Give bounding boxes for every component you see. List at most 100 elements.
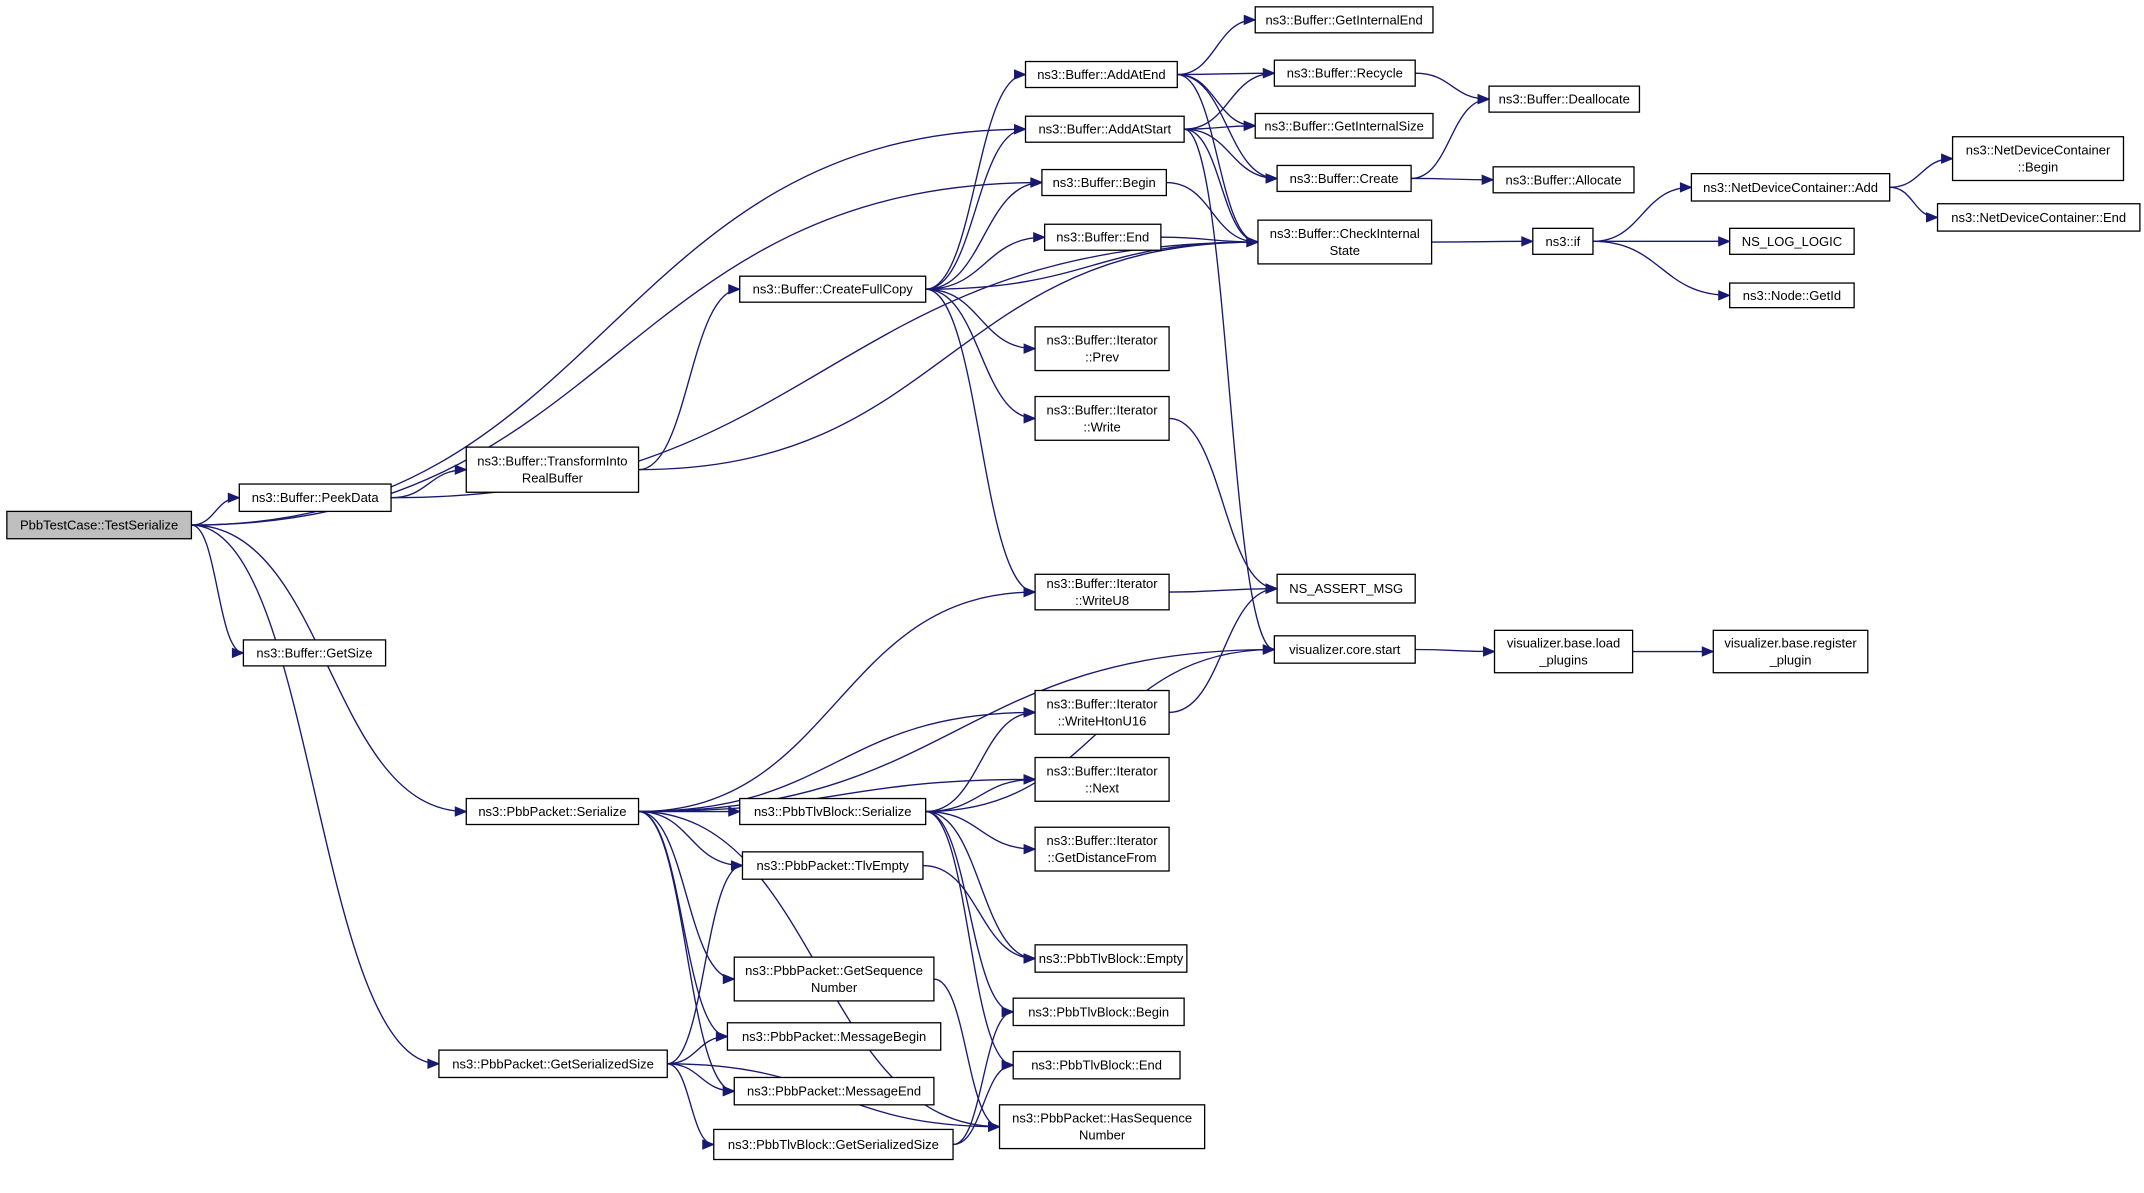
node-end[interactable]: ns3::Buffer::End [1044, 223, 1162, 251]
node-tlvbegin[interactable]: ns3::PbbTlvBlock::Begin [1012, 997, 1185, 1027]
node-ndcbegin[interactable]: ns3::NetDeviceContainer::Begin [1951, 136, 2125, 182]
node-label: ns3::PbbTlvBlock::Empty [1039, 951, 1184, 966]
edge-line [191, 524, 439, 1065]
arrowhead [715, 1031, 729, 1042]
edge-createfullcopy-to-begin [925, 177, 1044, 290]
edge-line [1184, 128, 1278, 180]
node-pktserialize[interactable]: ns3::PbbPacket::Serialize [465, 797, 640, 826]
node-label: ns3::NetDeviceContainer::Add [1703, 180, 1878, 195]
edge-nsif-to-nslog [1592, 236, 1732, 247]
node-box [1034, 326, 1170, 372]
node-ndcadd[interactable]: ns3::NetDeviceContainer::Add [1690, 173, 1891, 202]
node-nsassert[interactable]: NS_ASSERT_MSG [1276, 573, 1416, 604]
edge-tlvserialize-to-tlvemptyblk [925, 810, 1037, 964]
node-box [1024, 115, 1185, 143]
edge-line [925, 810, 1036, 960]
node-msgend[interactable]: ns3::PbbPacket::MessageEnd [733, 1076, 935, 1106]
node-label: RealBuffer [522, 471, 584, 486]
node-deallocate[interactable]: ns3::Buffer::Deallocate [1488, 85, 1641, 113]
node-box [1492, 166, 1635, 194]
node-tlvemptyblk[interactable]: ns3::PbbTlvBlock::Empty [1034, 944, 1188, 973]
node-label: ns3::Buffer::CheckInternal [1270, 226, 1420, 241]
edge-pktserialize-to-getseq [638, 810, 736, 985]
edge-createfullcopy-to-addatend [925, 69, 1027, 290]
arrowhead [1023, 843, 1037, 855]
node-tlvgetser[interactable]: ns3::PbbTlvBlock::GetSerializedSize [713, 1128, 954, 1161]
edge-line [638, 288, 740, 471]
node-iterprev[interactable]: ns3::Buffer::Iterator::Prev [1034, 326, 1170, 372]
edge-root-to-getsize [191, 524, 245, 659]
node-nslog[interactable]: NS_LOG_LOGIC [1729, 227, 1855, 255]
node-createfullcopy[interactable]: ns3::Buffer::CreateFullCopy [739, 275, 927, 303]
node-getinternalend[interactable]: ns3::Buffer::GetInternalEnd [1254, 6, 1434, 34]
node-nodegetid[interactable]: ns3::Node::GetId [1729, 282, 1855, 309]
node-vizreg[interactable]: visualizer.base.register_plugin [1712, 629, 1869, 674]
node-vizload[interactable]: visualizer.base.load_plugins [1493, 629, 1634, 674]
node-allocate[interactable]: ns3::Buffer::Allocate [1492, 166, 1635, 194]
node-ndcend[interactable]: ns3::NetDeviceContainer::End [1936, 203, 2141, 232]
node-iterwrite[interactable]: ns3::Buffer::Iterator::Write [1034, 395, 1170, 441]
node-nsif[interactable]: ns3::if [1532, 227, 1594, 255]
node-writeu8[interactable]: ns3::Buffer::Iterator::WriteU8 [1034, 573, 1170, 611]
node-tlvempty_pkt[interactable]: ns3::PbbPacket::TlvEmpty [741, 851, 924, 880]
node-label: ns3::Buffer::GetInternalSize [1264, 118, 1423, 133]
edge-root-to-getser [191, 524, 441, 1070]
node-recycle[interactable]: ns3::Buffer::Recycle [1273, 59, 1416, 87]
node-addatend[interactable]: ns3::Buffer::AddAtEnd [1024, 60, 1178, 89]
node-label: ns3::PbbTlvBlock::Serialize [754, 804, 912, 819]
node-label: ns3::Buffer::GetInternalEnd [1265, 12, 1422, 27]
edge-pktserialize-to-tlvempty_pkt [638, 810, 744, 871]
arrowhead [1481, 174, 1495, 186]
arrowhead [1521, 236, 1535, 247]
arrowhead [1679, 182, 1693, 193]
node-msgbegin[interactable]: ns3::PbbPacket::MessageBegin [726, 1022, 942, 1051]
node-label: ns3::PbbTlvBlock::Begin [1028, 1004, 1169, 1019]
edge-line [1592, 240, 1730, 297]
arrowhead [1023, 413, 1037, 424]
node-box [1044, 223, 1162, 251]
node-addatstart[interactable]: ns3::Buffer::AddAtStart [1024, 115, 1185, 143]
node-iternext[interactable]: ns3::Buffer::Iterator::Next [1034, 756, 1170, 802]
node-label: ns3::Buffer::Allocate [1506, 172, 1622, 187]
edge-getser-to-tlvgetser [667, 1063, 716, 1150]
edge-iterwrite-to-nsassert [1169, 417, 1279, 594]
node-root[interactable]: PbbTestCase::TestSerialize [6, 510, 193, 540]
edge-writeu8-to-nsassert [1169, 583, 1279, 594]
arrowhead [1718, 236, 1732, 247]
node-tlvend[interactable]: ns3::PbbTlvBlock::End [1012, 1050, 1181, 1080]
node-box [726, 1022, 942, 1051]
edge-line [638, 778, 1036, 813]
node-tlvserialize[interactable]: ns3::PbbTlvBlock::Serialize [739, 797, 927, 826]
edge-line [1160, 236, 1258, 243]
node-vizstart[interactable]: visualizer.core.start [1273, 635, 1416, 664]
node-getser[interactable]: ns3::PbbPacket::GetSerializedSize [438, 1049, 668, 1079]
edge-line [638, 810, 735, 980]
edge-line [1411, 177, 1494, 181]
arrowhead [1701, 646, 1715, 657]
edge-line [638, 810, 743, 867]
arrowhead [454, 464, 468, 475]
node-box [1273, 59, 1416, 87]
node-getsize[interactable]: ns3::Buffer::GetSize [242, 639, 387, 667]
edge-line [1169, 587, 1278, 593]
node-create[interactable]: ns3::Buffer::Create [1276, 164, 1412, 193]
node-writehton[interactable]: ns3::Buffer::Iterator::WriteHtonU16 [1034, 689, 1170, 735]
node-box [1254, 6, 1434, 34]
node-begin[interactable]: ns3::Buffer::Begin [1041, 168, 1167, 197]
edge-addatstart-to-getinternalsize [1184, 120, 1257, 132]
node-getdist[interactable]: ns3::Buffer::Iterator::GetDistanceFrom [1034, 826, 1170, 872]
node-label: ns3::PbbPacket::Serialize [478, 804, 626, 819]
node-box [1936, 203, 2141, 232]
edge-line [925, 288, 1036, 420]
edge-createfullcopy-to-iterprev [925, 288, 1037, 354]
node-peekdata[interactable]: ns3::Buffer::PeekData [238, 483, 392, 513]
edges-layer [191, 14, 1954, 1150]
arrowhead [1246, 236, 1260, 248]
node-getinternalsize[interactable]: ns3::Buffer::GetInternalSize [1254, 112, 1434, 139]
edge-line [191, 524, 244, 654]
arrowhead [227, 492, 241, 503]
